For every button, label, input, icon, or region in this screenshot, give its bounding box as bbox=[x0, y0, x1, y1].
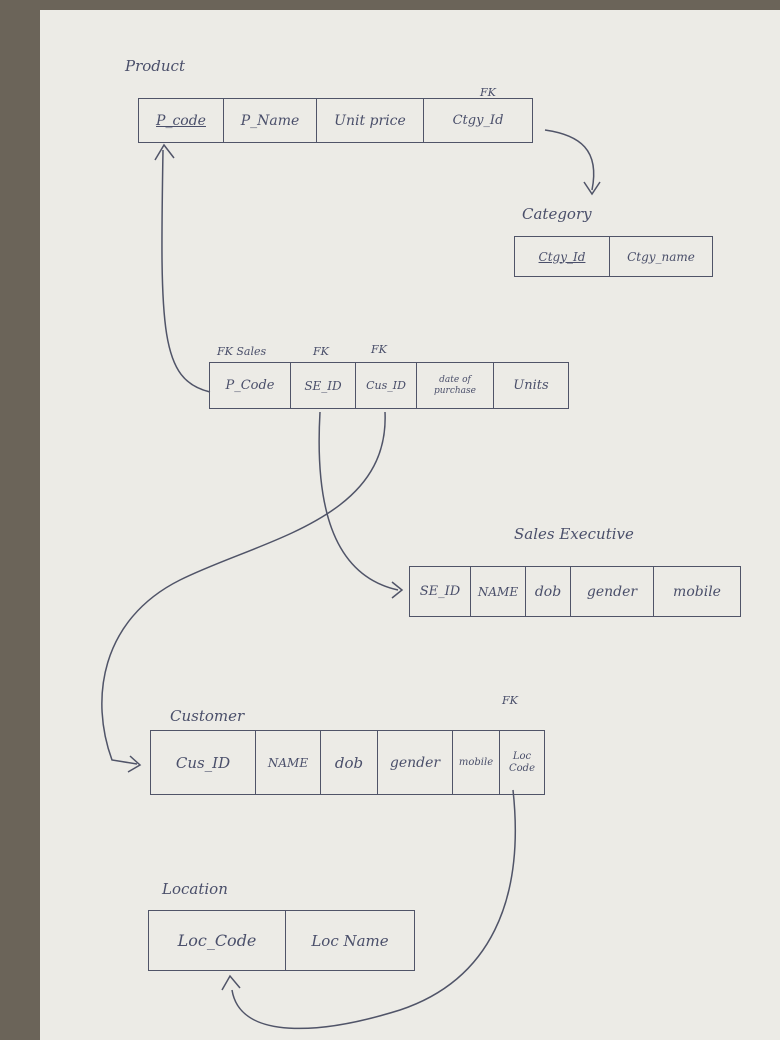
customer-title: Customer bbox=[170, 707, 245, 725]
customer-field-dob: dob bbox=[320, 730, 378, 795]
sales-field-p-code: P_Code bbox=[209, 362, 291, 409]
customer-fk-label: FK bbox=[502, 694, 518, 707]
customer-field-gender: gender bbox=[377, 730, 453, 795]
product-field-p-code: P_code bbox=[138, 98, 224, 143]
sales-label-fk-3: FK bbox=[371, 343, 387, 356]
location-table: Loc_Code Loc Name bbox=[148, 910, 415, 971]
product-field-ctgy-id: Ctgy_Id bbox=[423, 98, 533, 143]
product-field-unit-price: Unit price bbox=[316, 98, 424, 143]
salesexec-field-dob: dob bbox=[525, 566, 571, 617]
product-title: Product bbox=[125, 57, 185, 75]
sales-field-cus-id: Cus_ID bbox=[355, 362, 417, 409]
salesexec-field-name: NAME bbox=[470, 566, 526, 617]
link-customer-location bbox=[231, 789, 516, 1030]
category-field-ctgy-name: Ctgy_name bbox=[609, 236, 713, 277]
sales-field-se-id: SE_ID bbox=[290, 362, 356, 409]
sales-table: P_Code SE_ID Cus_ID date of purchase Uni… bbox=[209, 362, 569, 409]
link-product-category bbox=[544, 129, 595, 191]
salesexec-field-mobile: mobile bbox=[653, 566, 741, 617]
sales-field-units: Units bbox=[493, 362, 569, 409]
arrowhead-location bbox=[221, 974, 241, 991]
arrowhead-customer bbox=[127, 755, 142, 773]
link-sales-customer bbox=[101, 411, 386, 765]
sales-executive-table: SE_ID NAME dob gender mobile bbox=[409, 566, 741, 617]
product-fk-label: FK bbox=[480, 86, 496, 99]
link-sales-salesexec bbox=[318, 411, 399, 591]
sales-executive-title: Sales Executive bbox=[514, 525, 634, 543]
customer-field-mobile: mobile bbox=[452, 730, 500, 795]
salesexec-field-se-id: SE_ID bbox=[409, 566, 471, 617]
sales-label-fk-sales: FK Sales bbox=[217, 345, 267, 358]
location-field-loc-name: Loc Name bbox=[285, 910, 415, 971]
customer-table: Cus_ID NAME dob gender mobile Loc Code bbox=[150, 730, 545, 795]
sales-field-date-of-purchase: date of purchase bbox=[416, 362, 494, 409]
category-title: Category bbox=[522, 205, 592, 223]
notebook-page bbox=[40, 10, 780, 1040]
sales-label-fk-2: FK bbox=[313, 345, 329, 358]
arrowhead-product bbox=[154, 143, 175, 161]
product-field-p-name: P_Name bbox=[223, 98, 317, 143]
customer-field-name: NAME bbox=[255, 730, 321, 795]
customer-field-loc-code: Loc Code bbox=[499, 730, 545, 795]
customer-field-cus-id: Cus_ID bbox=[150, 730, 256, 795]
location-title: Location bbox=[162, 880, 228, 898]
link-sales-product bbox=[161, 149, 211, 393]
arrowhead-salesexec bbox=[391, 581, 404, 599]
category-table: Ctgy_Id Ctgy_name bbox=[514, 236, 713, 277]
arrowhead-category bbox=[583, 181, 601, 196]
category-field-ctgy-id: Ctgy_Id bbox=[514, 236, 610, 277]
location-field-loc-code: Loc_Code bbox=[148, 910, 286, 971]
salesexec-field-gender: gender bbox=[570, 566, 654, 617]
product-table: P_code P_Name Unit price Ctgy_Id bbox=[138, 98, 533, 143]
